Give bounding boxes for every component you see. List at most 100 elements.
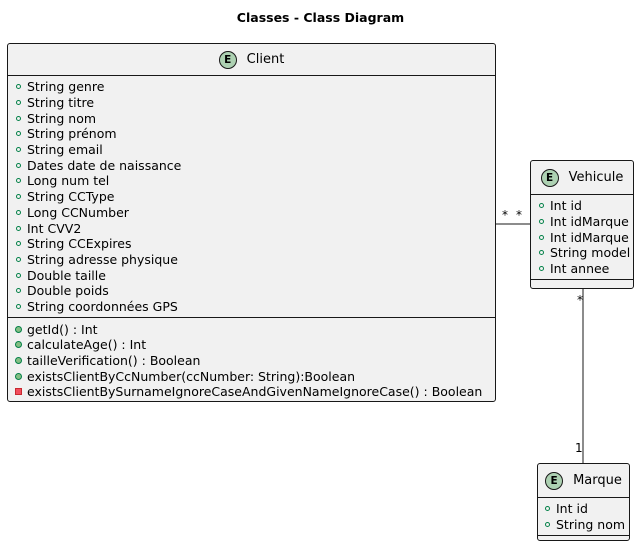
public-field-icon [14, 115, 23, 121]
public-field-icon [537, 250, 546, 256]
field-text: String nom [556, 517, 626, 533]
client-name: Client [246, 52, 285, 67]
field-text: Int idMarque [550, 214, 629, 230]
method-text: existsClientByCcNumber(ccNumber: String)… [27, 368, 356, 384]
vehicule-name: Vehicule [568, 170, 624, 185]
field-row: String titre [14, 95, 495, 111]
field-row: Int id [543, 501, 629, 517]
field-text: String email [27, 142, 103, 158]
field-text: String titre [27, 95, 95, 111]
public-field-icon [14, 225, 23, 231]
marque-entity[interactable]: E Marque Int id String nom [537, 463, 630, 541]
field-row: Long num tel [14, 173, 495, 189]
field-text: Double taille [27, 267, 106, 283]
client-entity[interactable]: E Client String genre String titre Strin… [7, 43, 496, 402]
field-row: String adresse physique [14, 252, 495, 268]
field-text: Int id [550, 198, 582, 214]
method-row: getId() : Int [14, 321, 495, 337]
method-text: getId() : Int [27, 321, 98, 337]
method-row: calculateAge() : Int [14, 337, 495, 353]
field-row: Int idMarque [537, 229, 633, 245]
field-row: Double poids [14, 283, 495, 299]
method-text: existsClientBySurnameIgnoreCaseAndGivenN… [27, 384, 483, 400]
public-field-icon [537, 219, 546, 225]
vehicule-header: E Vehicule [531, 161, 633, 195]
public-method-icon [14, 341, 23, 349]
public-field-icon [14, 162, 23, 168]
public-field-icon [543, 506, 552, 512]
public-field-icon [14, 288, 23, 294]
field-row: String nom [14, 110, 495, 126]
field-text: String adresse physique [27, 251, 178, 267]
entity-badge-icon: E [540, 168, 559, 187]
field-row: Dates date de naissance [14, 157, 495, 173]
vehicule-side-multiplicity: * [516, 208, 522, 222]
field-text: String model [550, 245, 631, 261]
entity-badge-icon: E [545, 471, 564, 490]
method-row: tailleVerification() : Boolean [14, 353, 495, 369]
method-row: existsClientBySurnameIgnoreCaseAndGivenN… [14, 384, 495, 400]
field-text: String nom [27, 110, 97, 126]
field-text: String CCType [27, 189, 115, 205]
field-row: Double taille [14, 267, 495, 283]
vehicule-marque-multiplicity: * [577, 293, 583, 307]
public-field-icon [14, 303, 23, 309]
public-method-icon [14, 357, 23, 365]
public-field-icon [537, 266, 546, 272]
entity-badge-icon: E [218, 50, 237, 69]
field-row: String genre [14, 79, 495, 95]
client-side-multiplicity: * [502, 208, 508, 222]
field-row: Int id [537, 198, 633, 214]
public-field-icon [14, 209, 23, 215]
marque-header: E Marque [538, 464, 629, 498]
field-text: Dates date de naissance [27, 157, 182, 173]
public-field-icon [537, 203, 546, 209]
public-field-icon [14, 131, 23, 137]
field-text: Double poids [27, 283, 109, 299]
field-text: Long num tel [27, 173, 110, 189]
field-row: String prénom [14, 126, 495, 142]
field-row: String email [14, 142, 495, 158]
field-text: Int annee [550, 261, 610, 277]
public-field-icon [14, 84, 23, 90]
public-method-icon [14, 372, 23, 380]
field-text: Int CVV2 [27, 220, 82, 236]
diagram-title: Classes - Class Diagram [236, 10, 405, 25]
public-field-icon [543, 522, 552, 528]
field-row: String CCExpires [14, 236, 495, 252]
marque-multiplicity: 1 [575, 441, 583, 455]
field-row: String model [537, 245, 633, 261]
field-text: String genre [27, 79, 105, 95]
private-method-icon [14, 388, 23, 396]
method-text: tailleVerification() : Boolean [27, 353, 201, 369]
method-text: calculateAge() : Int [27, 337, 147, 353]
public-field-icon [14, 256, 23, 262]
public-field-icon [14, 241, 23, 247]
public-field-icon [14, 147, 23, 153]
field-row: Long CCNumber [14, 205, 495, 221]
client-header: E Client [8, 44, 495, 76]
public-field-icon [14, 194, 23, 200]
marque-name: Marque [573, 473, 622, 488]
public-method-icon [14, 325, 23, 333]
field-text: Int idMarque [550, 229, 629, 245]
field-text: String CCExpires [27, 236, 132, 252]
public-field-icon [537, 234, 546, 240]
vehicule-fields: Int id Int idMarque Int idMarque String … [531, 195, 633, 281]
field-row: String nom [543, 517, 629, 533]
vehicule-entity[interactable]: E Vehicule Int id Int idMarque Int idMar… [530, 160, 634, 289]
public-field-icon [14, 272, 23, 278]
field-text: Long CCNumber [27, 204, 129, 220]
public-field-icon [14, 178, 23, 184]
field-row: Int idMarque [537, 214, 633, 230]
public-field-icon [14, 100, 23, 106]
field-text: String prénom [27, 126, 117, 142]
field-row: Int CVV2 [14, 220, 495, 236]
client-fields: String genre String titre String nom Str… [8, 76, 495, 319]
marque-fields: Int id String nom [538, 498, 629, 537]
client-methods: getId() : Int calculateAge() : Int taill… [8, 318, 495, 402]
field-row: String coordonnées GPS [14, 299, 495, 315]
field-row: Int annee [537, 261, 633, 277]
field-row: String CCType [14, 189, 495, 205]
